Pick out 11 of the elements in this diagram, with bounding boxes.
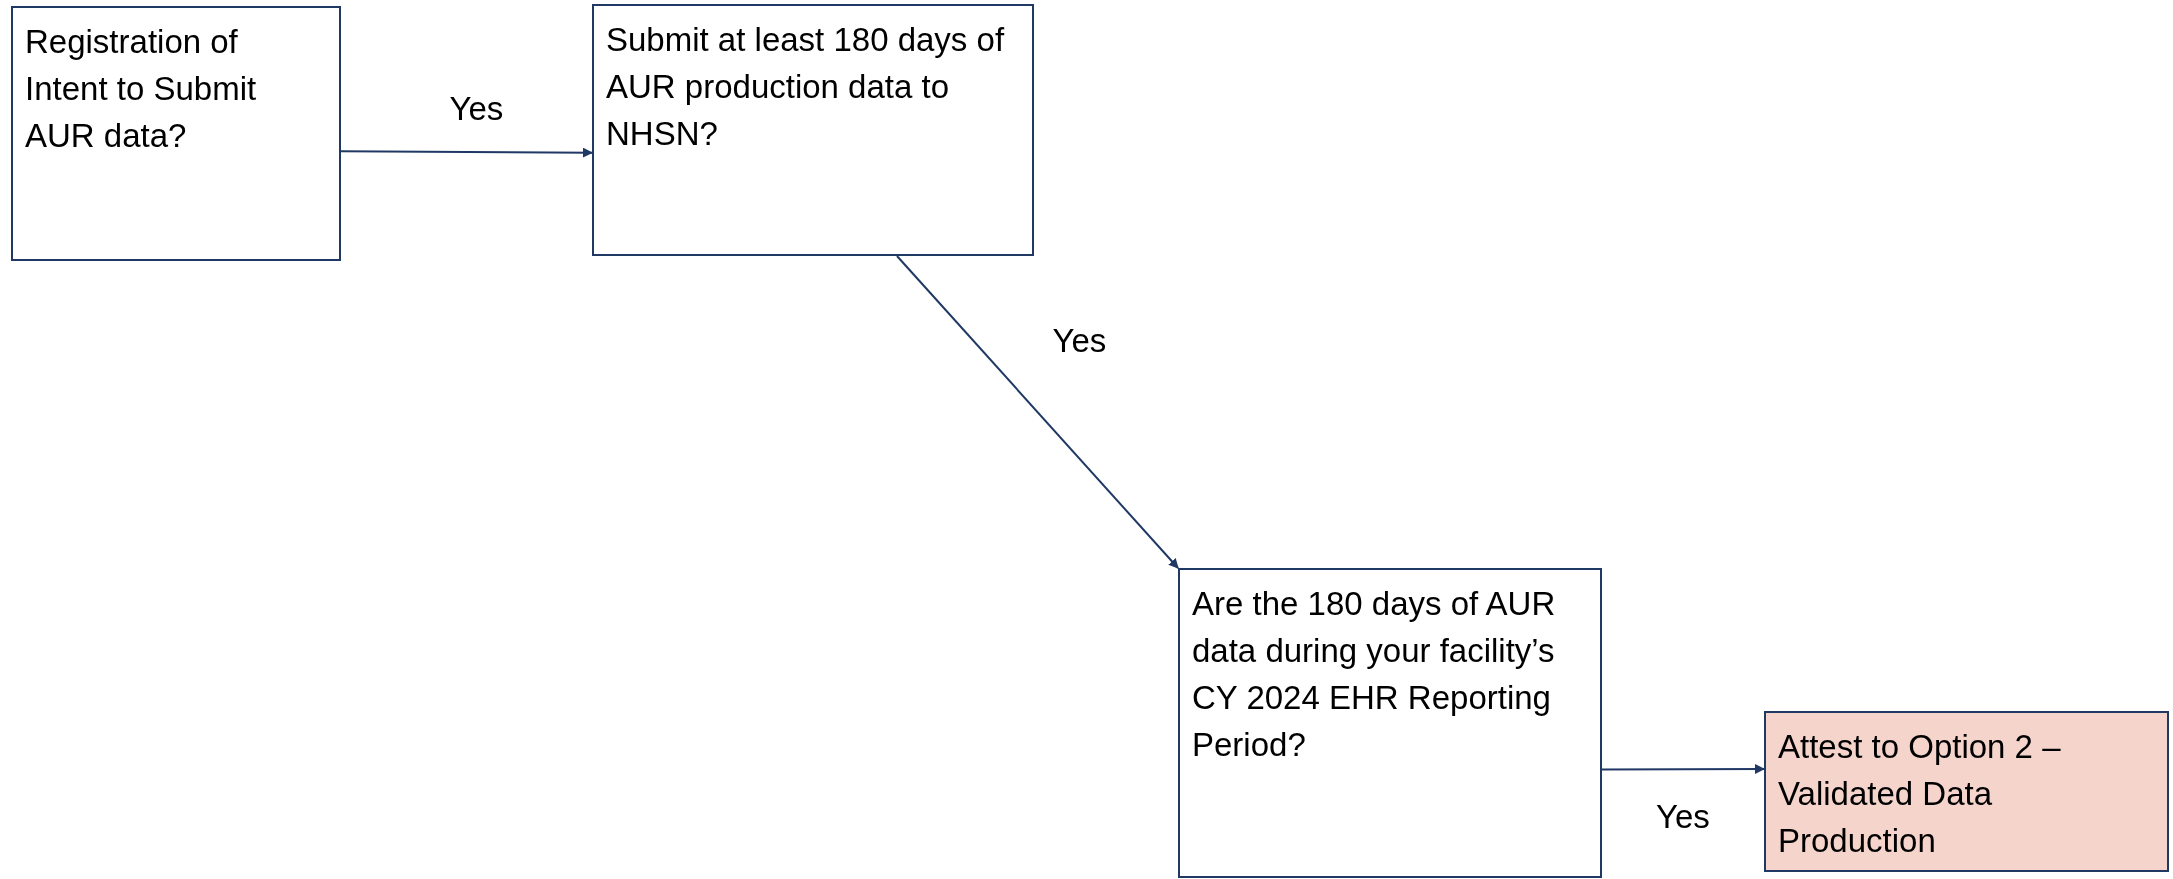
arrow	[896, 255, 1179, 569]
decision-box	[1178, 568, 1602, 878]
box-text: Attest to Option 2 – Validated Data Production	[1778, 727, 2062, 861]
result-box	[1764, 711, 2169, 872]
arrow	[340, 147, 593, 158]
box-text: Registration of Intent to Submit AUR data?	[25, 22, 258, 156]
arrow	[1601, 764, 1765, 774]
box-text: Are the 180 days of AUR data during your facility’s CY 2024 EHR Reporting Period?	[1192, 584, 1557, 765]
decision-box	[11, 6, 341, 261]
decision-box	[592, 4, 1034, 256]
box-text: Submit at least 180 days of AUR production data to NHSN?	[606, 20, 1006, 154]
